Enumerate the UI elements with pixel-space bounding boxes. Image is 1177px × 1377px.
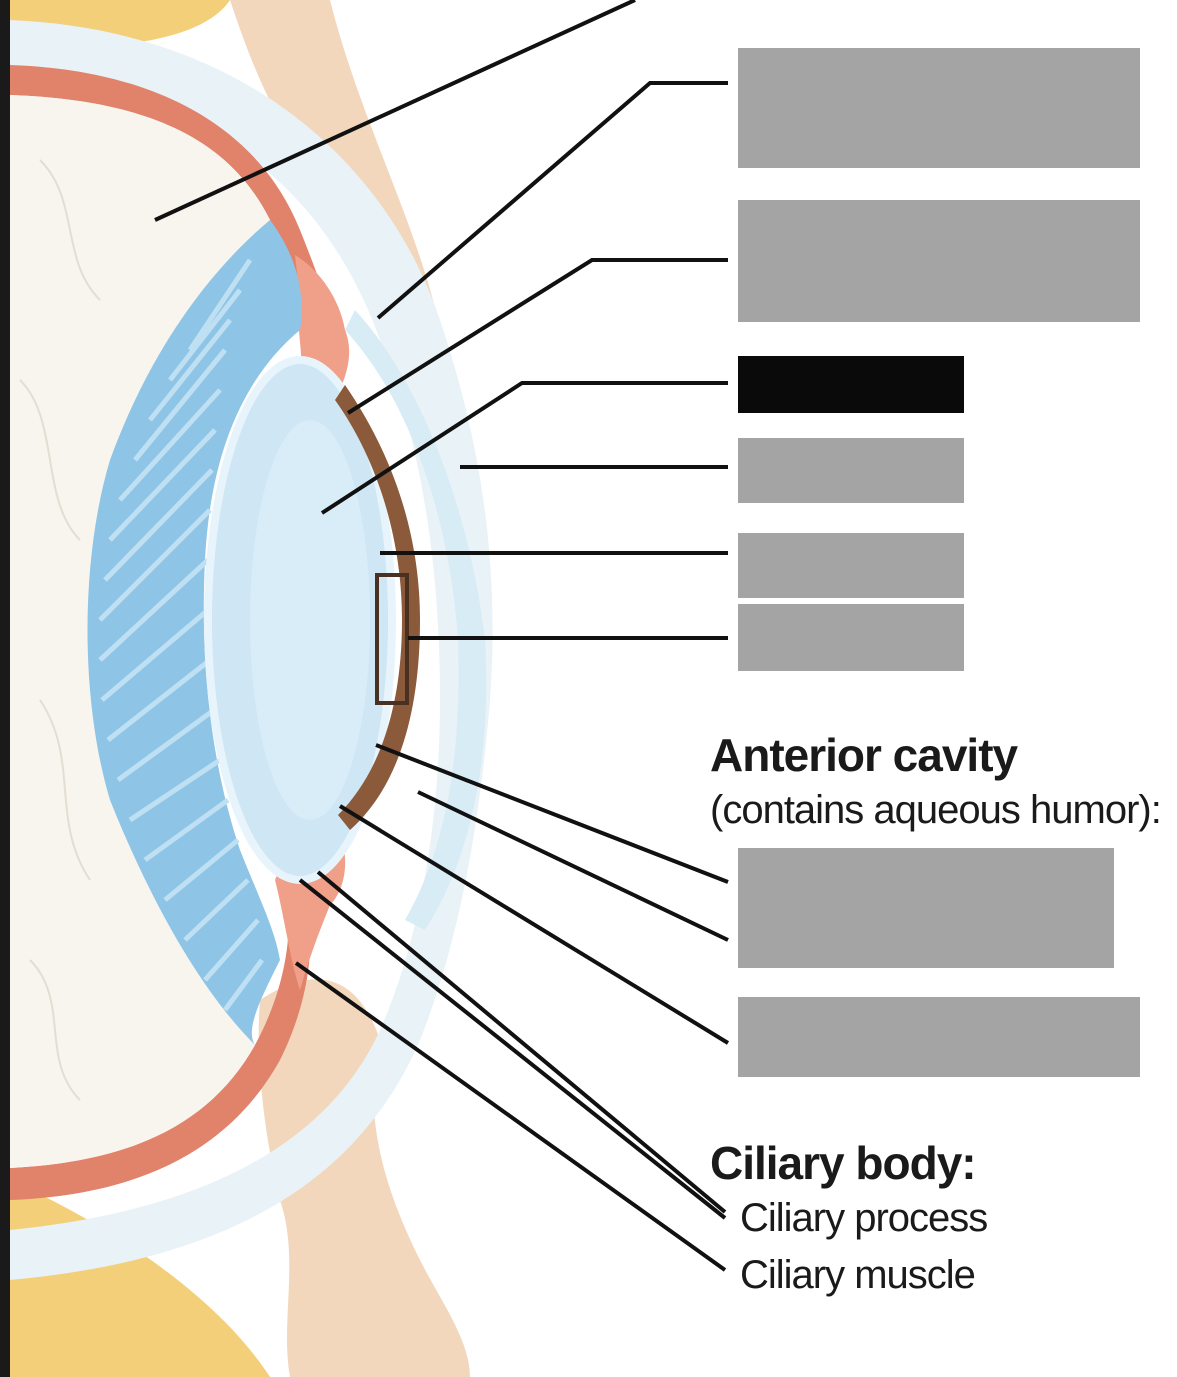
hidden-label-box-6 — [738, 604, 964, 671]
hidden-label-box-5 — [738, 533, 964, 598]
hidden-label-box-7 — [738, 848, 1114, 968]
hidden-label-box-4 — [738, 438, 964, 503]
left-edge — [0, 0, 10, 1377]
ciliary-body-title: Ciliary body: — [710, 1140, 976, 1186]
hidden-label-box-2 — [738, 200, 1140, 322]
lens-nucleus — [250, 420, 370, 820]
anterior-cavity-note: (contains aqueous humor): — [710, 790, 1161, 830]
ciliary-process-label: Ciliary process — [740, 1198, 987, 1238]
hidden-label-box-8 — [738, 997, 1140, 1077]
anterior-cavity-title: Anterior cavity — [710, 732, 1017, 778]
ciliary-muscle-label: Ciliary muscle — [740, 1255, 975, 1295]
hidden-label-box-1 — [738, 48, 1140, 168]
hidden-label-box-3 — [738, 356, 964, 413]
